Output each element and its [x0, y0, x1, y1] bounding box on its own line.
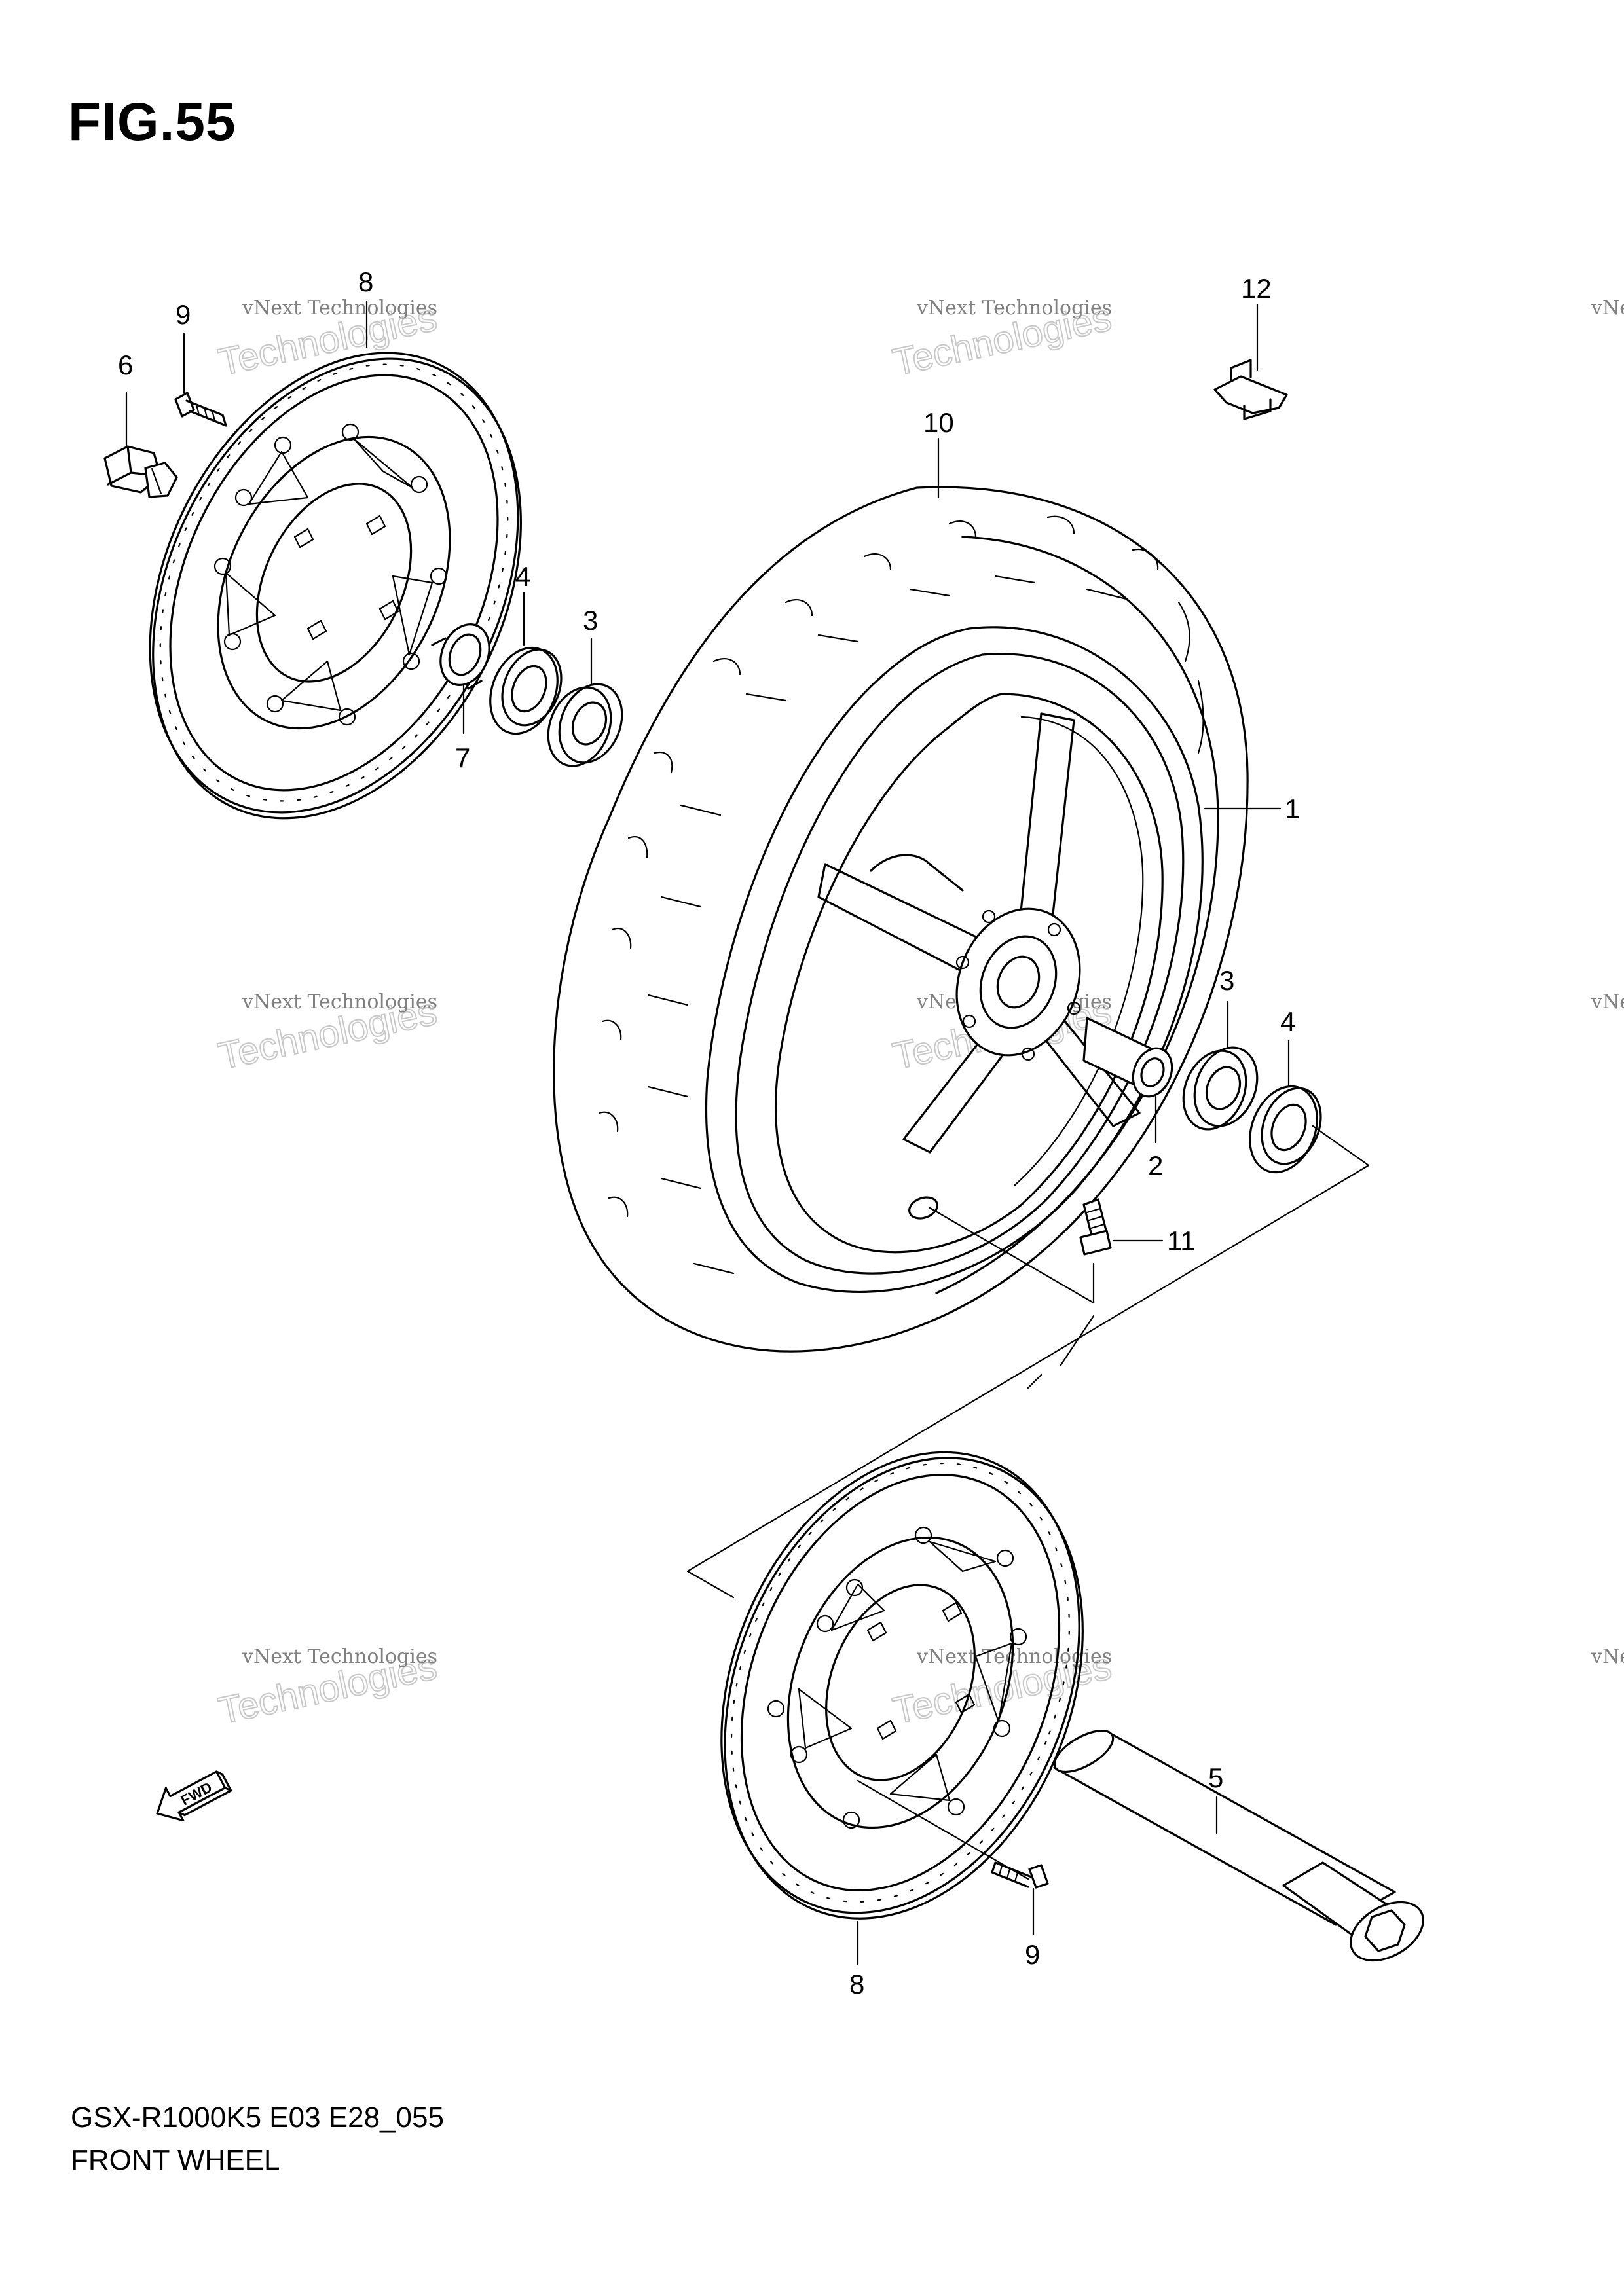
callout-11: 11 [1112, 1226, 1196, 1256]
watermark-text: vNext Technologies [242, 991, 437, 1013]
callout-9-lower: 9 [1025, 1887, 1040, 1970]
callouts: 1 2 3 3 4 4 5 6 [118, 266, 1300, 1999]
callout-number: 5 [1208, 1762, 1223, 1793]
fwd-arrow-icon: FWD [156, 1770, 232, 1822]
front-axle [1053, 1729, 1424, 1962]
callout-number: 6 [118, 350, 133, 380]
watermark-text: vNext Technologies [242, 1645, 437, 1668]
bearing-left [547, 683, 623, 767]
figure-title: FIG.55 [68, 92, 236, 152]
watermark-text: vNext [1591, 991, 1624, 1013]
watermark-edge: vNext [1591, 297, 1624, 319]
callout-9-upper: 9 [175, 299, 191, 394]
watermark-text: vNext [1591, 297, 1624, 319]
callout-number: 8 [849, 1969, 864, 1999]
model-code: GSX-R1000K5 E03 E28_055 [71, 2102, 444, 2134]
callout-3-right: 3 [1219, 965, 1234, 1049]
bearing-right [1182, 1046, 1259, 1131]
callout-number: 10 [923, 407, 954, 438]
callout-8-upper: 8 [358, 266, 373, 348]
callout-4-left: 4 [515, 561, 530, 646]
watermark: Technologies vNext Technologies [214, 989, 441, 1078]
callout-1: 1 [1204, 793, 1300, 824]
disc-bolt-upper [174, 392, 227, 427]
watermark-text: vNext Technologies [242, 297, 437, 319]
callout-number: 3 [1219, 965, 1234, 996]
watermark-text: vNext Technologies [916, 297, 1112, 319]
callout-7: 7 [455, 685, 470, 773]
watermark: Technologies vNext Technologies [214, 1644, 441, 1733]
watermark-text: vNext [1591, 1645, 1624, 1668]
assembly-lines [686, 1125, 1370, 1599]
callout-number: 9 [175, 299, 191, 330]
callout-10: 10 [923, 407, 954, 499]
callout-number: 3 [583, 605, 598, 636]
callout-number: 2 [1148, 1150, 1163, 1181]
disc-bolt-lower [857, 1779, 1049, 1889]
callout-6: 6 [118, 350, 133, 446]
section-name: FRONT WHEEL [71, 2144, 280, 2176]
balance-weight-clip [1213, 359, 1288, 420]
air-valve [1079, 1198, 1112, 1256]
callout-number: 11 [1167, 1226, 1196, 1256]
callout-4-right: 4 [1280, 1006, 1295, 1088]
callout-number: 7 [455, 742, 470, 773]
brake-disc-lower [720, 1451, 1084, 1920]
callout-2: 2 [1148, 1095, 1163, 1181]
oil-seal-right [1249, 1085, 1322, 1174]
spacer-left [431, 623, 490, 690]
callout-number: 4 [515, 561, 530, 592]
wheel-assembly [553, 486, 1249, 1353]
axle-nut [103, 445, 178, 498]
callout-number: 9 [1025, 1939, 1040, 1970]
callout-number: 12 [1241, 273, 1272, 304]
callout-5: 5 [1208, 1762, 1223, 1834]
axle-spacer [1082, 1017, 1173, 1098]
watermark-edge: vNext [1591, 991, 1624, 1013]
callout-number: 8 [358, 266, 373, 297]
watermark-group: Technologies vNext Technologies Technolo… [214, 295, 1624, 1733]
watermark-edge: vNext [1591, 1645, 1624, 1668]
watermark: Technologies vNext Technologies [889, 295, 1116, 384]
watermark: Technologies vNext Technologies [214, 295, 441, 384]
callout-number: 1 [1285, 793, 1300, 824]
callout-3-left: 3 [583, 605, 598, 685]
callout-number: 4 [1280, 1006, 1295, 1037]
oil-seal-left [489, 646, 563, 735]
callout-12: 12 [1241, 273, 1272, 371]
callout-8-lower: 8 [849, 1920, 864, 1999]
